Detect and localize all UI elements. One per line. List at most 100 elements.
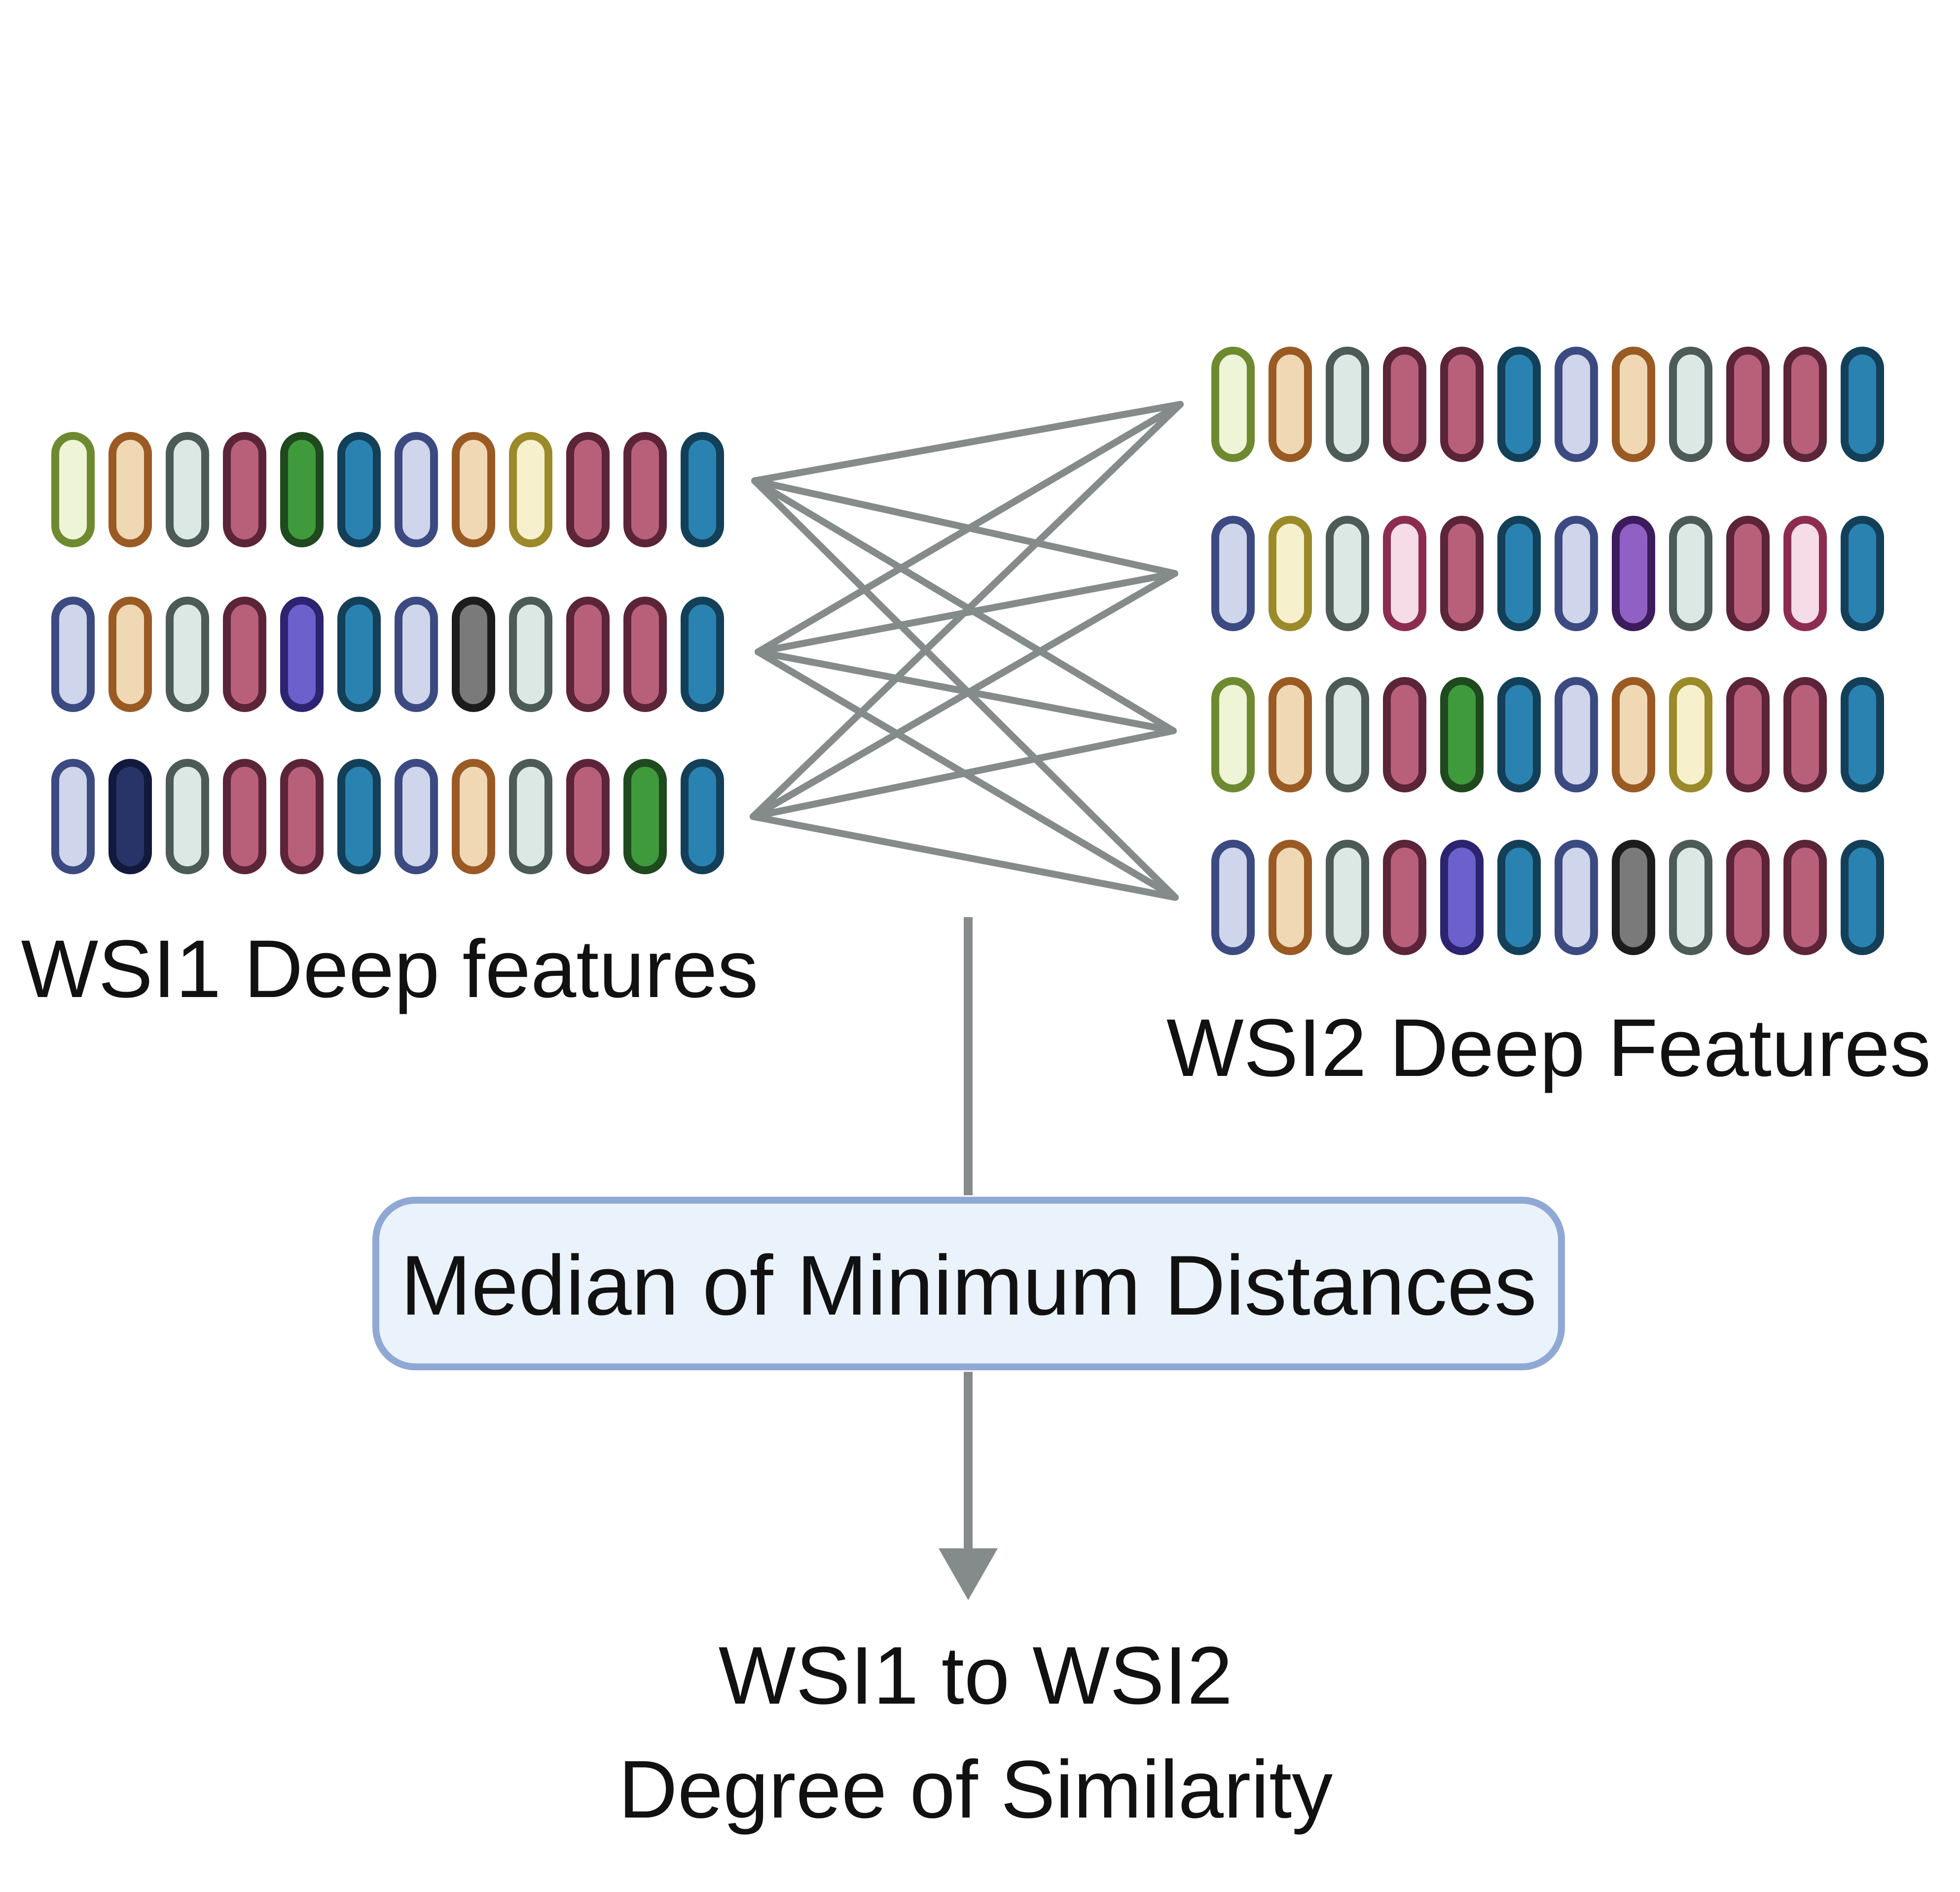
wsi2-feature-cell (1612, 840, 1655, 955)
wsi2-feature-cell (1383, 677, 1426, 792)
wsi1-feature-cell (166, 759, 209, 874)
arrow-head (939, 1548, 998, 1600)
wsi2-feature-cell (1497, 347, 1541, 462)
wsi2-label: WSI2 Deep Features (1166, 1002, 1931, 1094)
wsi2-feature-cell (1440, 347, 1484, 462)
result-line-2: Degree of Similarity (618, 1744, 1333, 1835)
wsi2-feature-cell (1497, 677, 1541, 792)
wsi2-feature-cell (1555, 516, 1598, 631)
wsi1-feature-cell (395, 432, 438, 547)
wsi1-feature-cell (452, 597, 495, 712)
wsi2-feature-cell (1726, 516, 1770, 631)
wsi1-feature-cell (566, 759, 610, 874)
wsi2-feature-cell (1211, 516, 1255, 631)
wsi1-feature-cell (395, 759, 438, 874)
wsi2-feature-cell (1383, 516, 1426, 631)
wsi1-feature-cell (452, 759, 495, 874)
wsi1-feature-cell (223, 432, 266, 547)
wsi1-feature-cell (623, 759, 667, 874)
wsi2-feature-cell (1269, 347, 1312, 462)
wsi2-feature-cell (1269, 677, 1312, 792)
wsi1-feature-cell (51, 759, 95, 874)
wsi1-feature-cell (223, 759, 266, 874)
wsi2-feature-cell (1612, 347, 1655, 462)
wsi1-feature-cell (395, 597, 438, 712)
wsi1-feature-cell (51, 597, 95, 712)
wsi2-feature-cell (1555, 840, 1598, 955)
wsi1-feature-cell (509, 432, 552, 547)
wsi2-feature-cell (1326, 347, 1369, 462)
wsi1-feature-cell (566, 597, 610, 712)
wsi2-feature-cell (1555, 677, 1598, 792)
wsi1-feature-cell (109, 597, 152, 712)
wsi1-feature-cell (681, 597, 724, 712)
connection-line (751, 477, 1177, 734)
wsi2-feature-cell (1669, 840, 1712, 955)
connection-line (755, 401, 1184, 655)
wsi2-feature-cell (1326, 677, 1369, 792)
wsi1-label: WSI1 Deep features (21, 924, 759, 1015)
wsi1-feature-cell (223, 597, 266, 712)
wsi2-feature-grid (1211, 347, 1884, 955)
wsi2-feature-cell (1326, 516, 1369, 631)
wsi2-feature-cell (1669, 677, 1712, 792)
wsi1-feature-cell (337, 432, 381, 547)
wsi2-feature-cell (1841, 516, 1884, 631)
wsi1-feature-cell (452, 432, 495, 547)
connection-line (751, 401, 1184, 484)
wsi2-feature-cell (1726, 840, 1770, 955)
wsi1-feature-cell (280, 597, 324, 712)
wsi1-feature-cell (623, 597, 667, 712)
connection-line (750, 813, 1179, 901)
wsi2-feature-cell (1440, 677, 1484, 792)
wsi2-feature-cell (1211, 347, 1255, 462)
wsi2-feature-cell (1612, 516, 1655, 631)
process-box (372, 1197, 1565, 1370)
wsi2-feature-cell (1383, 840, 1426, 955)
wsi1-feature-cell (681, 432, 724, 547)
wsi2-feature-cell (1555, 347, 1598, 462)
wsi1-feature-cell (280, 759, 324, 874)
wsi2-feature-cell (1669, 516, 1712, 631)
wsi2-feature-cell (1211, 840, 1255, 955)
wsi2-feature-cell (1841, 347, 1884, 462)
wsi2-feature-cell (1841, 677, 1884, 792)
wsi2-feature-cell (1783, 347, 1827, 462)
wsi1-feature-grid (51, 432, 724, 874)
process-label: Median of Minimum Distances (400, 1238, 1537, 1333)
result-line-1: WSI1 to WSI2 (719, 1630, 1233, 1721)
wsi1-feature-cell (51, 432, 95, 547)
connection-line (750, 727, 1177, 820)
wsi2-feature-cell (1783, 677, 1827, 792)
wsi2-feature-cell (1326, 840, 1369, 955)
wsi1-feature-cell (109, 432, 152, 547)
wsi1-feature-cell (280, 432, 324, 547)
wsi1-feature-cell (337, 597, 381, 712)
wsi1-feature-cell (166, 432, 209, 547)
wsi2-feature-cell (1669, 347, 1712, 462)
wsi1-feature-cell (509, 597, 552, 712)
wsi2-feature-cell (1440, 840, 1484, 955)
wsi2-feature-cell (1497, 840, 1541, 955)
wsi1-feature-cell (109, 759, 152, 874)
connection-line (750, 401, 1184, 820)
wsi2-feature-cell (1841, 840, 1884, 955)
pairwise-connections (750, 401, 1184, 901)
wsi2-feature-cell (1783, 840, 1827, 955)
wsi2-feature-cell (1211, 677, 1255, 792)
wsi2-feature-cell (1497, 516, 1541, 631)
wsi2-feature-cell (1726, 677, 1770, 792)
wsi2-feature-cell (1383, 347, 1426, 462)
wsi1-feature-cell (337, 759, 381, 874)
wsi2-feature-cell (1269, 840, 1312, 955)
wsi2-feature-cell (1612, 677, 1655, 792)
wsi1-feature-cell (566, 432, 610, 547)
wsi2-feature-cell (1269, 516, 1312, 631)
wsi1-feature-cell (623, 432, 667, 547)
wsi1-feature-cell (509, 759, 552, 874)
wsi2-feature-cell (1783, 516, 1827, 631)
wsi2-feature-cell (1440, 516, 1484, 631)
wsi2-feature-cell (1726, 347, 1770, 462)
wsi1-feature-cell (166, 597, 209, 712)
